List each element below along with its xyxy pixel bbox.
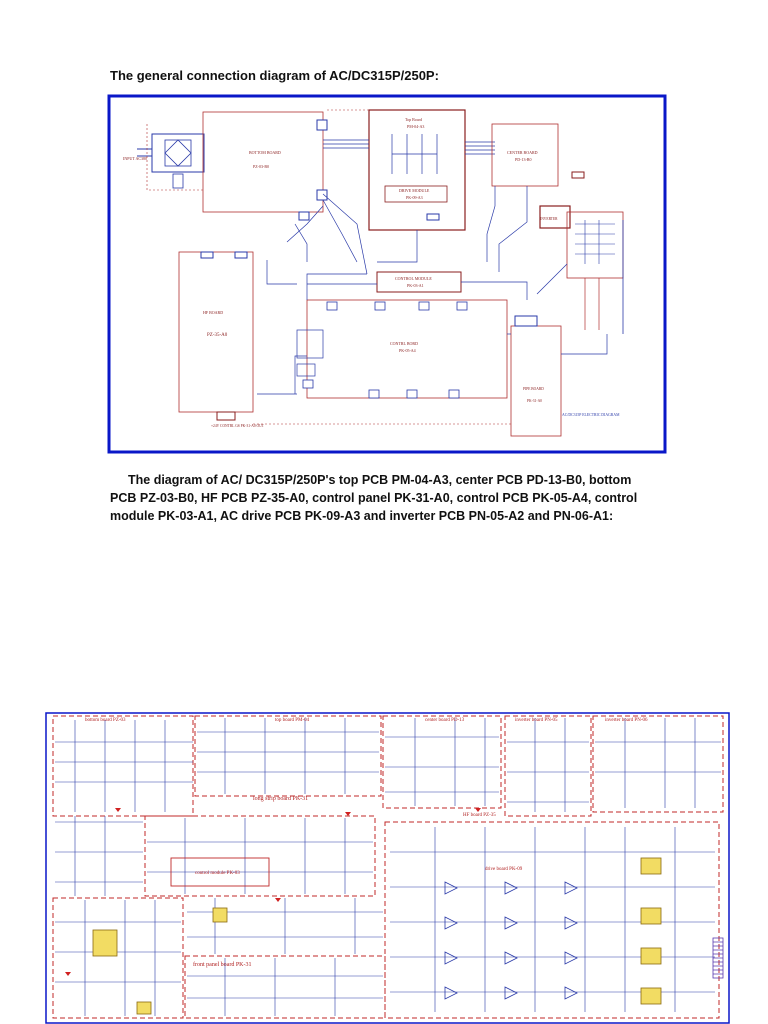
trace-grid	[55, 718, 721, 1016]
bottom-board-code: PZ-03-B0	[253, 164, 269, 169]
label-inverter-a: inverter board PN-05	[515, 718, 558, 723]
pipe-board-box: PIPE BOARD PK-31-A0	[510, 315, 562, 437]
bottom-board-title: BOTTOM BOARD	[249, 150, 281, 155]
hf-board-box: HF BOARD PZ-35-A0	[178, 251, 254, 421]
center-board-code: PD-13-B0	[515, 157, 531, 162]
top-board-title: Top Board	[405, 117, 422, 122]
label-inverter-b: inverter board PN-06	[605, 718, 648, 723]
drive-module-code: PK-09-A3	[406, 195, 423, 200]
connection-diagram: INPUT AC380 BOTTOM BOARD PZ-03-B0 Top Bo…	[107, 94, 667, 454]
description-text: The diagram of AC/ DC315P/250P's top PCB…	[110, 473, 638, 523]
control-module-block	[170, 857, 270, 887]
bus-wires	[323, 139, 495, 155]
wiring	[257, 186, 608, 395]
electric-diagram-label: AC/DC315P ELECTRIC DIAGRAM	[562, 413, 620, 417]
input-label: INPUT AC380	[123, 156, 147, 161]
drive-module-title: DRIVE MODULE	[399, 188, 430, 193]
control-module-title: CONTROL MODULE	[395, 276, 432, 281]
board-outlines	[52, 715, 724, 1019]
input-block: INPUT AC380	[123, 133, 205, 189]
pipe-board-title: PIPE BOARD	[523, 387, 544, 391]
inverter-title: INVERTER	[540, 217, 558, 221]
label-control-module: control module PK-03	[195, 871, 240, 876]
hf-board-code: PZ-35-A0	[207, 333, 228, 338]
guide-lines	[146, 109, 511, 425]
center-board-title: CENTER BOARD	[507, 150, 538, 155]
connector-strip	[712, 937, 724, 979]
ground-markers	[65, 808, 481, 976]
bottom-note: +24V CONTRL GS PK-31-A0 OUT	[211, 424, 265, 428]
label-long-strip: long strip board PK-31	[253, 796, 308, 802]
board-labels: bottom board PZ-03 top board PM-04 cente…	[85, 718, 648, 968]
bottom-board-box: BOTTOM BOARD PZ-03-B0	[202, 111, 328, 221]
inverter-traces	[390, 827, 715, 1012]
drop-lines	[584, 278, 600, 330]
page-heading: The general connection diagram of AC/DC3…	[110, 68, 439, 83]
description-paragraph: The diagram of AC/ DC315P/250P's top PCB…	[110, 471, 650, 525]
inverter-box: INVERTER	[539, 205, 624, 334]
opamps	[444, 881, 578, 1000]
top-board-code: PM-04-A3	[407, 124, 424, 129]
label-drive-board: drive board PK-09	[485, 867, 523, 872]
hf-board-title: HF BOARD	[203, 310, 223, 315]
diagram-frame	[107, 94, 667, 454]
label-hf-board: HF board PZ-35	[463, 813, 496, 818]
pipe-board-code: PK-31-A0	[527, 399, 542, 403]
control-board-box: CONTRL BORD PK-05-A4	[296, 299, 508, 399]
control-module-code: PK-03-A1	[407, 283, 424, 288]
highlighted-modules	[92, 857, 662, 1015]
label-top-board: top board PM-04	[275, 718, 310, 723]
schematic-diagram: bottom board PZ-03 top board PM-04 cente…	[45, 712, 730, 1024]
control-board-title: CONTRL BORD	[390, 341, 418, 346]
label-bottom-board: bottom board PZ-03	[85, 718, 126, 723]
center-board-box: CENTER BOARD PD-13-B0	[491, 123, 585, 187]
control-board-code: PK-05-A4	[399, 348, 416, 353]
label-center-board: center board PD-13	[425, 718, 465, 723]
schematic-frame	[45, 712, 730, 1024]
label-front-panel: front panel board PK-31	[193, 961, 252, 968]
